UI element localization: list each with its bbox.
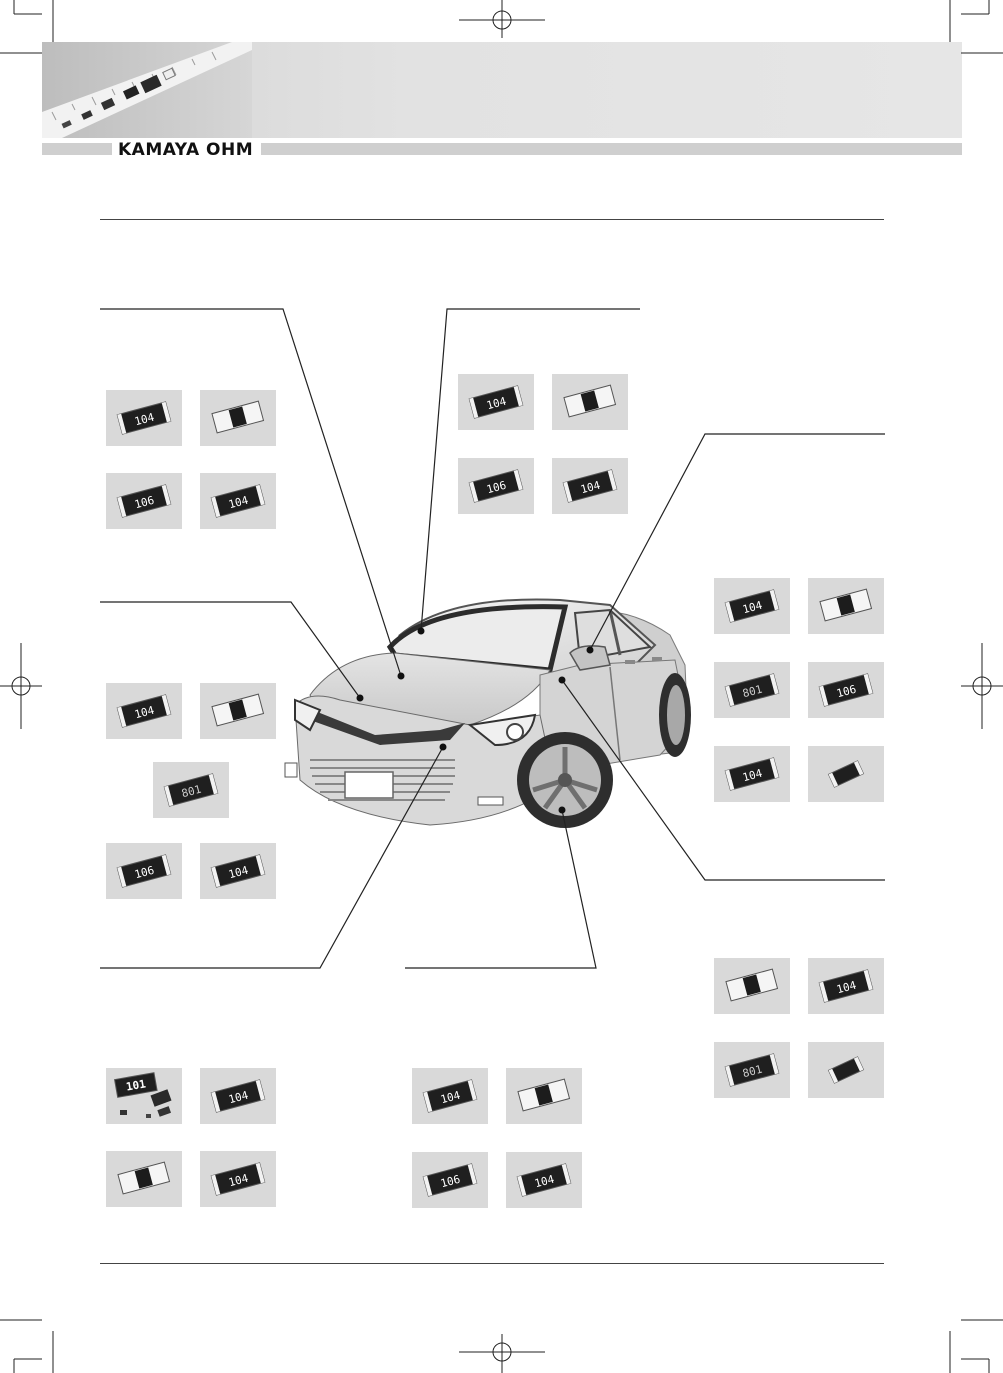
chip-marking: 104 — [227, 494, 250, 512]
chip-resistor-104: 104 — [808, 958, 884, 1014]
chip-resistor-106: 106 — [106, 473, 182, 529]
chip-marking: 104 — [835, 979, 858, 997]
chip-resistor-104: 104 — [714, 746, 790, 802]
chip-resistor-104: 104 — [106, 683, 182, 739]
chip-resistor-plain — [106, 1151, 182, 1207]
chip-resistor-104: 104 — [714, 578, 790, 634]
chip-marking: 104 — [485, 395, 508, 413]
chip-marking: 104 — [579, 479, 602, 497]
car-illustration — [284, 598, 691, 828]
chip-resistor-plain — [714, 958, 790, 1014]
bottom-rule — [100, 1263, 884, 1264]
chip-resistor-104: 104 — [506, 1152, 582, 1208]
chip-marking: 106 — [133, 864, 156, 882]
top-rule — [100, 219, 884, 220]
chip-resistor-plain — [200, 390, 276, 446]
chip-marking: 106 — [439, 1173, 462, 1191]
header-subbar — [42, 143, 962, 155]
chip-resistor-106: 106 — [412, 1152, 488, 1208]
chip-resistor-801: 801 — [714, 1042, 790, 1098]
chip-resistor-104: 104 — [200, 1151, 276, 1207]
chip-marking: 104 — [741, 599, 764, 617]
chip-resistor-104: 104 — [458, 374, 534, 430]
chip-resistor-801: 801 — [714, 662, 790, 718]
chip-marking: 104 — [439, 1089, 462, 1107]
chip-marking: 104 — [133, 411, 156, 429]
chip-marking: 104 — [133, 704, 156, 722]
chip-marking: 801 — [180, 783, 203, 801]
chip-resistor-104: 104 — [200, 1068, 276, 1124]
chip-resistor-104: 104 — [200, 473, 276, 529]
chip-marking: 106 — [485, 479, 508, 497]
chip-resistor-small — [808, 746, 884, 802]
chip-resistor-assortment: 101 — [106, 1068, 182, 1124]
chip-resistor-plain — [552, 374, 628, 430]
chip-marking: 106 — [835, 683, 858, 701]
chip-resistor-801: 801 — [153, 762, 229, 818]
chip-resistor-plain — [506, 1068, 582, 1124]
chip-marking: 106 — [133, 494, 156, 512]
chip-marking: 101 — [125, 1077, 147, 1093]
chip-resistor-104: 104 — [106, 390, 182, 446]
chip-marking: 104 — [227, 1089, 250, 1107]
header-photo — [42, 42, 252, 138]
chip-resistor-104: 104 — [200, 843, 276, 899]
chip-marking: 104 — [741, 767, 764, 785]
chip-marking: 104 — [533, 1173, 556, 1191]
chip-resistor-plain — [808, 578, 884, 634]
chip-resistor-small — [808, 1042, 884, 1098]
chip-resistor-plain — [200, 683, 276, 739]
chip-marking: 104 — [227, 864, 250, 882]
chip-resistor-106: 106 — [808, 662, 884, 718]
chip-resistor-106: 106 — [458, 458, 534, 514]
chip-marking: 801 — [741, 683, 764, 701]
chip-marking: 801 — [741, 1063, 764, 1081]
chip-resistor-104: 104 — [552, 458, 628, 514]
chip-resistor-104: 104 — [412, 1068, 488, 1124]
chip-resistor-106: 106 — [106, 843, 182, 899]
brand-logo: KAMAYA OHM — [112, 139, 262, 161]
chip-marking: 104 — [227, 1172, 250, 1190]
